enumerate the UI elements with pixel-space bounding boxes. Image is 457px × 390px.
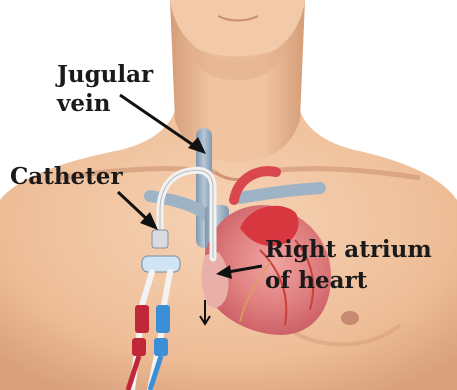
catheter-connector xyxy=(142,256,180,272)
red-clamp xyxy=(135,305,149,333)
catheter-label: Catheter xyxy=(10,164,123,190)
right-nipple xyxy=(341,311,359,325)
red-cap xyxy=(132,338,146,356)
jugular-vein-label: Jugular xyxy=(57,62,153,88)
right-atrium-label: Right atrium xyxy=(265,237,432,263)
blue-cap xyxy=(154,338,168,356)
jugular-vein-label-line2: vein xyxy=(57,91,110,117)
right-atrium-label-line2: of heart xyxy=(265,268,367,294)
blue-clamp xyxy=(156,305,170,333)
catheter-hub xyxy=(152,230,168,248)
